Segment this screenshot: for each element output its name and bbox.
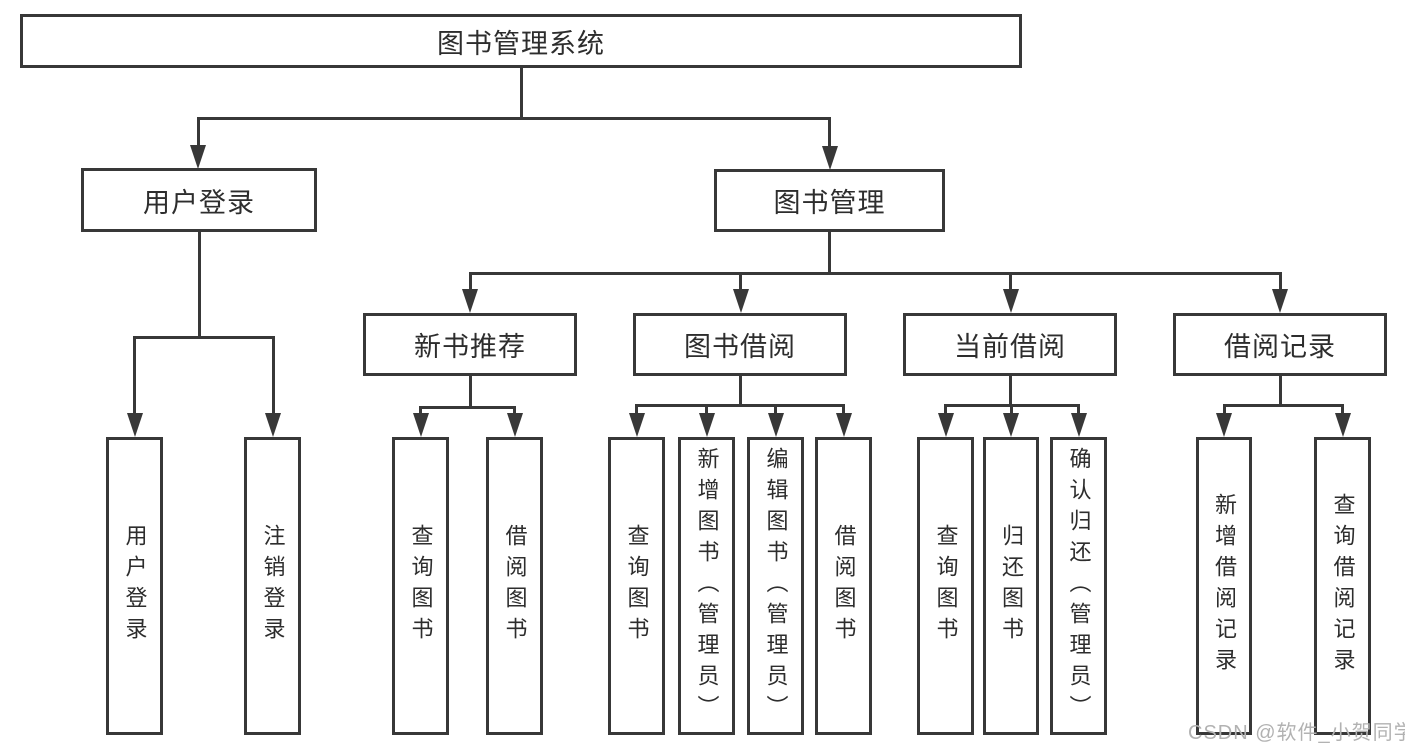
node-user-login: 用户登录 bbox=[81, 168, 317, 232]
connector-stem-vertical bbox=[1009, 376, 1012, 407]
connector-drop-line bbox=[468, 272, 472, 299]
leaf-query-books-2: 查询图书 bbox=[608, 437, 665, 735]
arrow-down-icon bbox=[821, 146, 838, 170]
connector-stem-vertical bbox=[828, 232, 831, 275]
connector-drop-line bbox=[271, 336, 275, 423]
leaf-borrow-books-2-label: 借阅图书 bbox=[831, 524, 857, 648]
arrow-down-icon bbox=[1003, 413, 1019, 437]
node-borrowing-records-label: 借阅记录 bbox=[1224, 332, 1336, 362]
leaf-borrow-books-2: 借阅图书 bbox=[815, 437, 872, 735]
leaf-logout: 注销登录 bbox=[244, 437, 301, 735]
leaf-add-borrow-record: 新增借阅记录 bbox=[1196, 437, 1252, 735]
leaf-logout-label: 注销登录 bbox=[260, 524, 286, 648]
arrow-down-icon bbox=[732, 289, 749, 313]
connector-drop-line bbox=[133, 336, 136, 423]
arrow-down-icon bbox=[1334, 413, 1351, 437]
leaf-return-books: 归还图书 bbox=[983, 437, 1039, 735]
connector-drop-line bbox=[739, 272, 742, 299]
connector-stem-vertical bbox=[739, 376, 742, 407]
arrow-down-icon bbox=[835, 413, 852, 437]
connector-drop-line bbox=[1009, 272, 1012, 299]
node-book-borrowing-label: 图书借阅 bbox=[684, 332, 796, 362]
arrow-down-icon bbox=[1002, 289, 1019, 313]
arrow-down-icon bbox=[506, 413, 523, 437]
arrow-down-icon bbox=[767, 413, 784, 437]
leaf-query-borrow-record: 查询借阅记录 bbox=[1314, 437, 1371, 735]
arrow-down-icon bbox=[1070, 413, 1087, 437]
node-library-system: 图书管理系统 bbox=[20, 14, 1022, 68]
arrow-down-icon bbox=[628, 413, 645, 437]
leaf-edit-books-admin-label: 编辑图书（管理员） bbox=[763, 446, 789, 726]
node-book-borrowing: 图书借阅 bbox=[633, 313, 847, 376]
connector-stem-vertical bbox=[468, 376, 472, 409]
leaf-query-books-3-label: 查询图书 bbox=[933, 524, 959, 648]
leaf-query-books-1-label: 查询图书 bbox=[408, 524, 434, 648]
connector-rail-horizontal bbox=[133, 336, 275, 339]
connector-stem-vertical bbox=[1278, 376, 1282, 407]
connector-drop-line bbox=[196, 117, 200, 155]
arrow-down-icon bbox=[462, 289, 478, 313]
leaf-user-login-label: 用户登录 bbox=[122, 524, 148, 648]
arrow-down-icon bbox=[937, 413, 954, 437]
leaf-borrow-books-1: 借阅图书 bbox=[486, 437, 543, 735]
connector-rail-horizontal bbox=[1222, 404, 1344, 407]
node-new-book-recommend-label: 新书推荐 bbox=[414, 332, 526, 362]
leaf-query-borrow-record-label: 查询借阅记录 bbox=[1330, 493, 1356, 679]
watermark: CSDN @软件_小贺同学 bbox=[1188, 722, 1405, 744]
leaf-add-books-admin: 新增图书（管理员） bbox=[678, 437, 735, 735]
arrow-down-icon bbox=[698, 413, 715, 437]
connector-drop-line bbox=[828, 117, 831, 156]
connector-stem-vertical bbox=[197, 232, 201, 339]
leaf-confirm-return-admin-label: 确认归还（管理员） bbox=[1066, 446, 1092, 726]
arrow-down-icon bbox=[265, 413, 281, 437]
leaf-return-books-label: 归还图书 bbox=[999, 524, 1024, 648]
arrow-down-icon bbox=[126, 413, 143, 437]
connector-rail-horizontal bbox=[635, 404, 845, 407]
leaf-edit-books-admin: 编辑图书（管理员） bbox=[747, 437, 804, 735]
node-library-system-label: 图书管理系统 bbox=[437, 28, 605, 59]
connector-rail-horizontal bbox=[196, 117, 831, 120]
arrow-down-icon bbox=[1216, 413, 1232, 437]
node-new-book-recommend: 新书推荐 bbox=[363, 313, 577, 376]
node-user-login-label: 用户登录 bbox=[143, 187, 255, 218]
leaf-add-books-admin-label: 新增图书（管理员） bbox=[694, 446, 720, 726]
arrow-down-icon bbox=[190, 145, 206, 169]
node-book-management: 图书管理 bbox=[714, 169, 945, 232]
leaf-query-books-2-label: 查询图书 bbox=[624, 524, 650, 648]
leaf-confirm-return-admin: 确认归还（管理员） bbox=[1050, 437, 1107, 735]
node-current-borrowing-label: 当前借阅 bbox=[954, 332, 1066, 362]
leaf-borrow-books-1-label: 借阅图书 bbox=[502, 524, 528, 648]
leaf-query-books-1: 查询图书 bbox=[392, 437, 449, 735]
node-current-borrowing: 当前借阅 bbox=[903, 313, 1117, 376]
connector-rail-horizontal bbox=[468, 272, 1282, 275]
node-borrowing-records: 借阅记录 bbox=[1173, 313, 1387, 376]
leaf-user-login: 用户登录 bbox=[106, 437, 163, 735]
connector-rail-horizontal bbox=[419, 406, 516, 409]
arrow-down-icon bbox=[1272, 289, 1288, 313]
connector-drop-line bbox=[1278, 272, 1282, 299]
leaf-add-borrow-record-label: 新增借阅记录 bbox=[1212, 493, 1237, 679]
node-book-management-label: 图书管理 bbox=[773, 188, 886, 218]
leaf-query-books-3: 查询图书 bbox=[917, 437, 974, 735]
connector-stem-vertical bbox=[519, 68, 523, 120]
arrow-down-icon bbox=[412, 413, 429, 437]
